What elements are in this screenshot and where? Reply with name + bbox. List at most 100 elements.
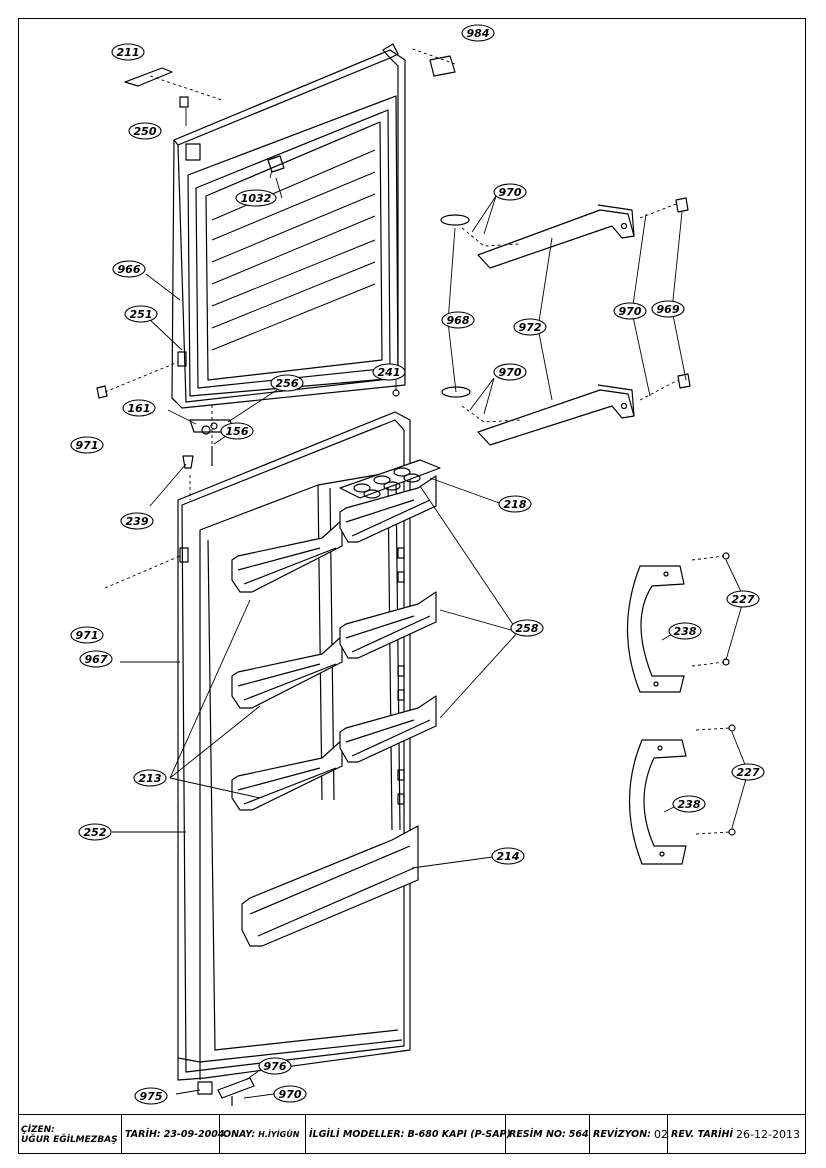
leader-lines [104, 47, 749, 1099]
callout-number: 238 [678, 798, 701, 811]
callout-bubble [731, 763, 765, 781]
callout-976: 976 [258, 1057, 292, 1075]
callout-bubble [513, 318, 547, 336]
callout-bubble [493, 183, 527, 201]
callout-bubble [491, 847, 525, 865]
callout-bubble [128, 122, 162, 140]
drawer-name: UĞUR EĞİLMEZBAŞ [21, 1134, 118, 1145]
callout-161: 161 [122, 399, 156, 417]
callout-213: 213 [133, 769, 167, 787]
callout-972: 972 [513, 318, 547, 336]
door-shelf-left-3 [231, 739, 343, 811]
callout-number: 252 [84, 826, 107, 839]
callout-966: 966 [112, 260, 146, 278]
callout-bubble [133, 769, 167, 787]
models-cell: İLGİLİ MODELLER: B-680 KAPI (P-SAP) [306, 1115, 511, 1154]
revision-cell: REVİZYON: 02 [590, 1115, 668, 1154]
approval-value: H.İYİGÜN [258, 1130, 300, 1139]
title-block: ÇİZEN: UĞUR EĞİLMEZBAŞ TARİH: 23-09-2004… [18, 1114, 806, 1154]
callout-239: 239 [120, 512, 154, 530]
callout-bubble [122, 399, 156, 417]
callout-number: 972 [519, 321, 542, 334]
callout-number: 971 [76, 439, 99, 452]
callout-number: 227 [732, 593, 755, 606]
callout-number: 976 [264, 1060, 287, 1073]
callout-number: 984 [467, 27, 490, 40]
revision-value: 02 [653, 1128, 668, 1141]
callout-251: 251 [124, 305, 158, 323]
door-shelf-left-1 [231, 519, 343, 593]
rev-date-label: REV. TARİHİ [671, 1129, 734, 1140]
callout-number: 968 [447, 314, 470, 327]
drawing-no-cell: RESİM NO: 564 [506, 1115, 590, 1154]
date-cell: TARİH: 23-09-2004 [122, 1115, 224, 1154]
callout-238: 238 [668, 622, 702, 640]
callout-number: 250 [134, 125, 157, 138]
callout-bubble [112, 260, 146, 278]
callout-bubble [726, 590, 760, 608]
callout-bubble [120, 512, 154, 530]
bottle-shelf [241, 825, 419, 947]
callout-bubble [441, 311, 475, 329]
callout-211: 211 [111, 43, 145, 61]
door-shelf-right-1 [339, 475, 437, 543]
door-shelf-right-3 [339, 695, 437, 763]
callout-bubble [79, 650, 113, 668]
hinge-arm-upper [440, 197, 689, 269]
rev-date-value: 26-12-2013 [736, 1128, 800, 1141]
door-shelf-right-2 [339, 591, 437, 659]
callout-258: 258 [510, 619, 544, 637]
callout-number: 218 [504, 498, 527, 511]
callout-number: 227 [737, 766, 760, 779]
callout-labels: 211 250 984 1032 966 251 970 968 972 970 969 970 971… [70, 24, 765, 1105]
callout-bubble [493, 363, 527, 381]
callout-bubble [498, 495, 532, 513]
callout-bubble [510, 619, 544, 637]
callout-number: 966 [118, 263, 141, 276]
callout-bubble [78, 823, 112, 841]
callout-bubble [134, 1087, 168, 1105]
callout-984: 984 [461, 24, 495, 42]
bottom-hinge-parts [197, 1077, 255, 1106]
callout-number: 239 [126, 515, 149, 528]
callout-967: 967 [79, 650, 113, 668]
callout-bubble [270, 374, 304, 392]
drawing-no-value: 564 [568, 1129, 589, 1140]
callout-number: 1032 [241, 192, 272, 205]
callout-250: 250 [128, 122, 162, 140]
callout-number: 214 [497, 850, 520, 863]
callout-156: 156 [220, 422, 254, 440]
callout-bubble [273, 1085, 307, 1103]
callout-number: 970 [619, 305, 642, 318]
callout-number: 970 [499, 366, 522, 379]
callout-227: 227 [731, 763, 765, 781]
callout-number: 971 [76, 629, 99, 642]
date-value: 23-09-2004 [163, 1129, 225, 1140]
door-shelf-left-2 [231, 635, 343, 709]
callout-bubble [70, 436, 104, 454]
callout-252: 252 [78, 823, 112, 841]
callout-975: 975 [134, 1087, 168, 1105]
callout-218: 218 [498, 495, 532, 513]
egg-tray [339, 459, 441, 499]
callout-214: 214 [491, 847, 525, 865]
handle-upper [626, 565, 685, 693]
models-value: B-680 KAPI (P-SAP) [407, 1129, 511, 1140]
callout-bubble [220, 422, 254, 440]
callout-bubble [672, 795, 706, 813]
callout-bubble [613, 302, 647, 320]
callout-969: 969 [651, 300, 685, 318]
hinge-arm-lower [441, 373, 691, 446]
approval-cell: ONAY: H.İYİGÜN [220, 1115, 306, 1154]
callout-bubble [258, 1057, 292, 1075]
callout-number: 975 [140, 1090, 163, 1103]
callout-256: 256 [270, 374, 304, 392]
callout-238: 238 [672, 795, 706, 813]
callout-bubble [651, 300, 685, 318]
callout-number: 970 [499, 186, 522, 199]
callout-bubble [111, 43, 145, 61]
handle-lower [628, 739, 687, 865]
callout-968: 968 [441, 311, 475, 329]
callout-971: 971 [70, 626, 104, 644]
